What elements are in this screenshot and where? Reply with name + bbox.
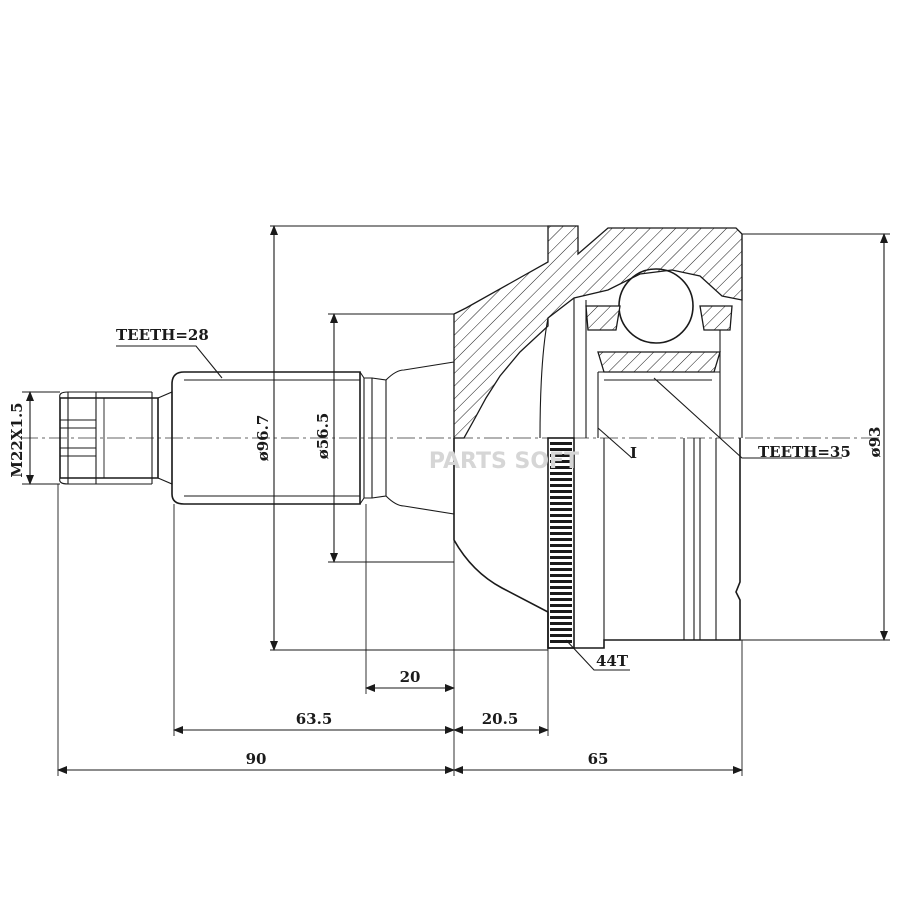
abs-tooth	[550, 604, 572, 607]
housing-diameter-label: ø93	[866, 427, 884, 458]
ball-element	[618, 268, 694, 344]
housing-teeth-label: TEETH=35	[758, 443, 851, 461]
abs-tone-ring	[547, 437, 575, 649]
abs-tooth	[550, 454, 572, 457]
abs-tooth	[550, 574, 572, 577]
abs-tooth	[550, 460, 572, 463]
abs-tooth	[550, 466, 572, 469]
thread-size-label: M22X1.5	[8, 402, 26, 477]
section-mark-label: I	[630, 444, 637, 462]
abs-tooth	[550, 622, 572, 625]
dim-20-5-label: 20.5	[482, 710, 519, 728]
abs-tooth	[550, 514, 572, 517]
abs-tooth	[550, 562, 572, 565]
shaft-outer-diameter-label: ø96.7	[254, 415, 272, 462]
abs-tooth	[550, 508, 572, 511]
abs-tooth	[550, 520, 572, 523]
dim-63-5-label: 63.5	[296, 710, 333, 728]
abs-tooth	[550, 610, 572, 613]
abs-tooth	[550, 472, 572, 475]
abs-ring-teeth-label: 44T	[596, 652, 629, 670]
leader-lines	[116, 345, 842, 671]
abs-tooth	[550, 640, 572, 643]
shaft-teeth-label: TEETH=28	[116, 326, 209, 344]
abs-tooth	[550, 496, 572, 499]
abs-tooth	[550, 538, 572, 541]
abs-tooth	[550, 448, 572, 451]
abs-tooth	[550, 442, 572, 445]
abs-tooth	[550, 580, 572, 583]
dim-20-label: 20	[400, 668, 421, 686]
abs-tooth	[550, 490, 572, 493]
abs-tooth	[550, 526, 572, 529]
joint-housing	[453, 225, 743, 649]
watermark: PARTS SOFT	[429, 449, 579, 474]
abs-tooth	[550, 616, 572, 619]
abs-tooth	[550, 544, 572, 547]
shaft-inner-diameter-label: ø56.5	[314, 413, 332, 460]
dim-65-label: 65	[588, 750, 609, 768]
abs-tooth	[550, 568, 572, 571]
abs-tooth	[550, 532, 572, 535]
abs-tooth	[550, 502, 572, 505]
abs-tooth	[550, 550, 572, 553]
abs-tooth	[550, 598, 572, 601]
abs-tooth	[550, 628, 572, 631]
abs-tooth	[550, 484, 572, 487]
threaded-end	[59, 391, 173, 485]
dimension-lines	[22, 225, 890, 776]
abs-tooth	[550, 634, 572, 637]
abs-tooth	[550, 586, 572, 589]
abs-tooth	[550, 592, 572, 595]
abs-tooth	[550, 556, 572, 559]
abs-tooth	[550, 478, 572, 481]
dim-90-label: 90	[246, 750, 267, 768]
